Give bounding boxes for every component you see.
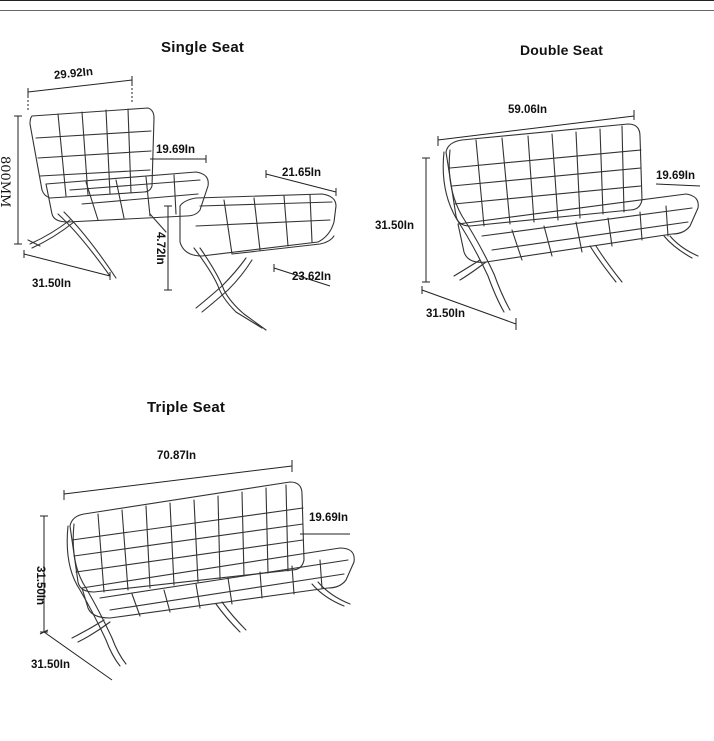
top-border-line	[0, 0, 714, 1]
double-armrest-height-label: 19.69In	[656, 170, 695, 182]
double-seat-sofa-drawing	[442, 123, 699, 313]
single-height-label: 800MM	[0, 156, 12, 208]
triple-seat-sofa-drawing	[66, 481, 355, 667]
ottoman-height-label: 4.72In	[154, 232, 166, 265]
ottoman-width-label: 23.62In	[292, 271, 331, 283]
single-seat-chair-drawing	[27, 107, 209, 279]
single-depth-label: 31.50In	[32, 278, 71, 290]
triple-seat-title: Triple Seat	[147, 399, 226, 416]
double-height-label: 31.50In	[375, 220, 414, 232]
single-armrest-height-label: 19.69In	[156, 144, 195, 156]
triple-height-label: 31.50In	[34, 566, 46, 605]
double-depth-label: 31.50In	[426, 308, 465, 320]
top-border-line-secondary	[0, 10, 714, 11]
triple-width-label: 70.87In	[157, 450, 196, 462]
ottoman-depth-label: 21.65In	[282, 167, 321, 179]
triple-armrest-height-label: 19.69In	[309, 512, 348, 524]
ottoman-drawing	[179, 193, 337, 331]
double-width-label: 59.06In	[508, 104, 547, 116]
triple-depth-label: 31.50In	[31, 659, 70, 671]
double-seat-title: Double Seat	[520, 42, 604, 58]
single-seat-title: Single Seat	[161, 39, 245, 56]
dimension-lines	[14, 76, 701, 681]
